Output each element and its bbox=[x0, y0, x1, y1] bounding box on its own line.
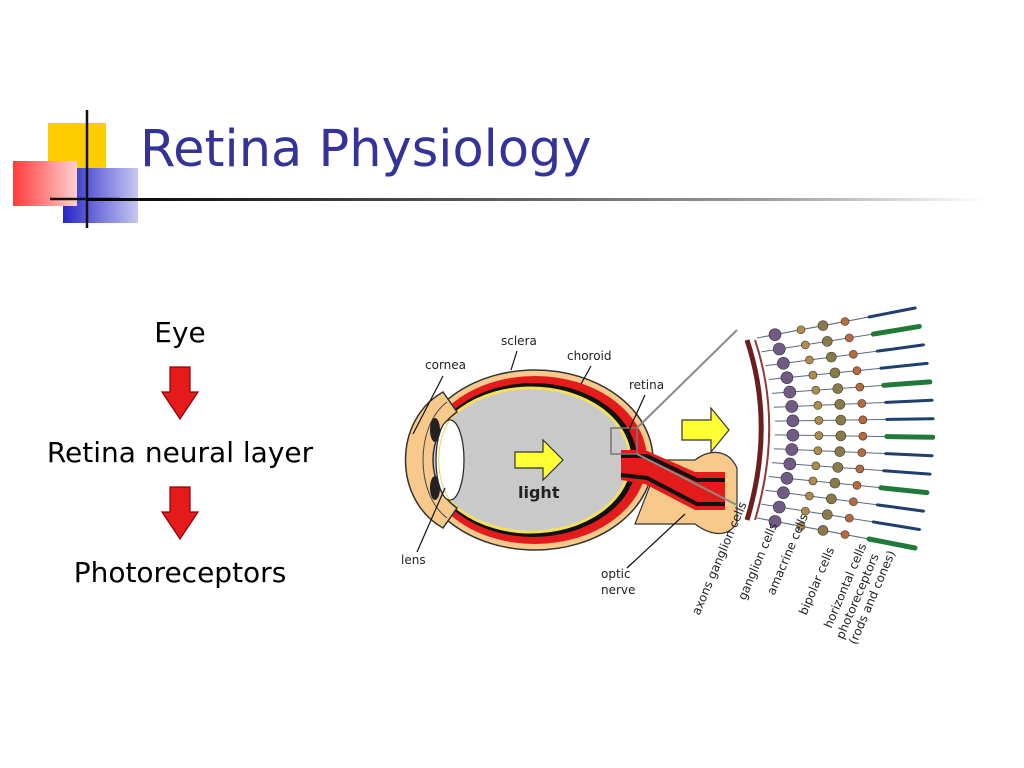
retina-cell-body bbox=[768, 328, 782, 341]
rod-cell bbox=[875, 343, 925, 353]
retina-cell-body bbox=[786, 428, 800, 442]
retina-cell-body bbox=[808, 370, 818, 380]
retina-cell-body bbox=[857, 399, 867, 408]
retina-cell-body bbox=[835, 414, 847, 426]
cone-cell bbox=[884, 434, 935, 440]
retina-cell-body bbox=[813, 401, 823, 410]
retina-cell-body bbox=[822, 509, 833, 520]
retina-cell-body bbox=[814, 416, 824, 425]
light-arrow-icon bbox=[514, 438, 564, 482]
rod-cell bbox=[867, 306, 917, 319]
rod-cell bbox=[884, 398, 934, 404]
retina-cell-body bbox=[796, 325, 806, 335]
label-optic-nerve-line1: optic bbox=[601, 567, 631, 581]
label-lens: lens bbox=[401, 553, 426, 567]
retina-cell-body bbox=[829, 367, 841, 379]
retina-cell-body bbox=[826, 493, 837, 505]
retina-cell-body bbox=[801, 506, 810, 516]
retina-cell-body bbox=[832, 383, 844, 394]
retina-cell-body bbox=[858, 415, 868, 425]
retina-cell-body bbox=[840, 530, 850, 539]
retina-cell-body bbox=[826, 351, 837, 363]
retina-cell-body bbox=[814, 431, 824, 440]
retina-cell-body bbox=[811, 385, 821, 395]
title-decoration bbox=[13, 110, 987, 228]
label-retina: retina bbox=[629, 378, 664, 392]
retina-cell-body bbox=[834, 399, 846, 410]
cone-cell bbox=[881, 379, 933, 388]
flow-step-eye: Eye bbox=[154, 316, 206, 349]
retina-cell-body bbox=[845, 513, 854, 523]
retina-cell-body bbox=[805, 355, 814, 365]
red-down-arrow-icon bbox=[161, 366, 199, 420]
retina-cell-body bbox=[780, 371, 794, 385]
retina-cell-body bbox=[834, 446, 846, 457]
retina-cell-body bbox=[811, 461, 821, 471]
retina-cell-body bbox=[773, 500, 786, 514]
retina-cell-body bbox=[849, 497, 858, 507]
retina-cell-body bbox=[855, 382, 865, 392]
retina-cross-section bbox=[744, 306, 935, 551]
red-down-arrow-icon bbox=[161, 486, 199, 540]
retina-zoom-box bbox=[610, 427, 638, 455]
page-title: Retina Physiology bbox=[140, 120, 592, 179]
cone-cell bbox=[870, 323, 922, 337]
retina-cell-body bbox=[817, 525, 829, 536]
retina-cell-body bbox=[773, 342, 786, 356]
rod-cell bbox=[875, 503, 925, 513]
retina-cell-body bbox=[796, 521, 806, 531]
retina-cell-body bbox=[780, 471, 794, 485]
label-light: light bbox=[518, 483, 560, 502]
retina-cell-body bbox=[785, 443, 799, 456]
cone-cell bbox=[878, 485, 930, 496]
rod-cell bbox=[884, 452, 934, 458]
title-rule bbox=[87, 198, 987, 201]
retina-cell-body bbox=[857, 448, 867, 457]
retina-cell-body bbox=[808, 476, 818, 486]
retina-cell-body bbox=[849, 349, 858, 359]
retina-cell-body bbox=[817, 320, 829, 331]
rod-cell bbox=[879, 361, 929, 370]
retina-cell-body bbox=[783, 457, 797, 471]
flow-step-photoreceptors: Photoreceptors bbox=[73, 556, 287, 589]
retina-cell-body bbox=[801, 340, 810, 350]
retina-cell-body bbox=[858, 431, 868, 441]
retina-cell-body bbox=[829, 477, 841, 489]
label-choroid: choroid bbox=[567, 349, 612, 363]
retina-cell-body bbox=[786, 414, 800, 428]
retina-cell-body bbox=[845, 333, 854, 343]
light-arrow-icon bbox=[681, 406, 730, 454]
label-optic-nerve-line2: nerve bbox=[601, 583, 635, 597]
retina-cell-body bbox=[777, 486, 790, 499]
retina-cell-body bbox=[783, 385, 797, 399]
rod-cell bbox=[871, 520, 921, 532]
rod-cell bbox=[882, 469, 932, 476]
retina-cell-body bbox=[840, 317, 850, 326]
cone-cell bbox=[866, 536, 918, 551]
retina-cell-body bbox=[822, 336, 833, 347]
retina-cell-body bbox=[768, 515, 782, 528]
retina-cell-body bbox=[785, 400, 799, 413]
label-cornea: cornea bbox=[425, 358, 466, 372]
eye-retina-diagram: light sclera choroid cornea retina lens … bbox=[401, 306, 935, 597]
retina-cell-body bbox=[805, 491, 814, 501]
rod-cell bbox=[885, 417, 935, 421]
retina-cell-body bbox=[777, 357, 790, 370]
label-sclera: sclera bbox=[501, 334, 537, 348]
retina-cell-body bbox=[835, 430, 847, 442]
retina-cell-body bbox=[852, 481, 862, 490]
lens-shape bbox=[435, 419, 465, 501]
retina-cell-body bbox=[813, 446, 823, 455]
flow-step-retina-neural-layer: Retina neural layer bbox=[46, 436, 314, 469]
retina-cell-body bbox=[832, 462, 844, 473]
retina-cell-body bbox=[855, 464, 865, 474]
retina-cell-body bbox=[852, 366, 862, 375]
